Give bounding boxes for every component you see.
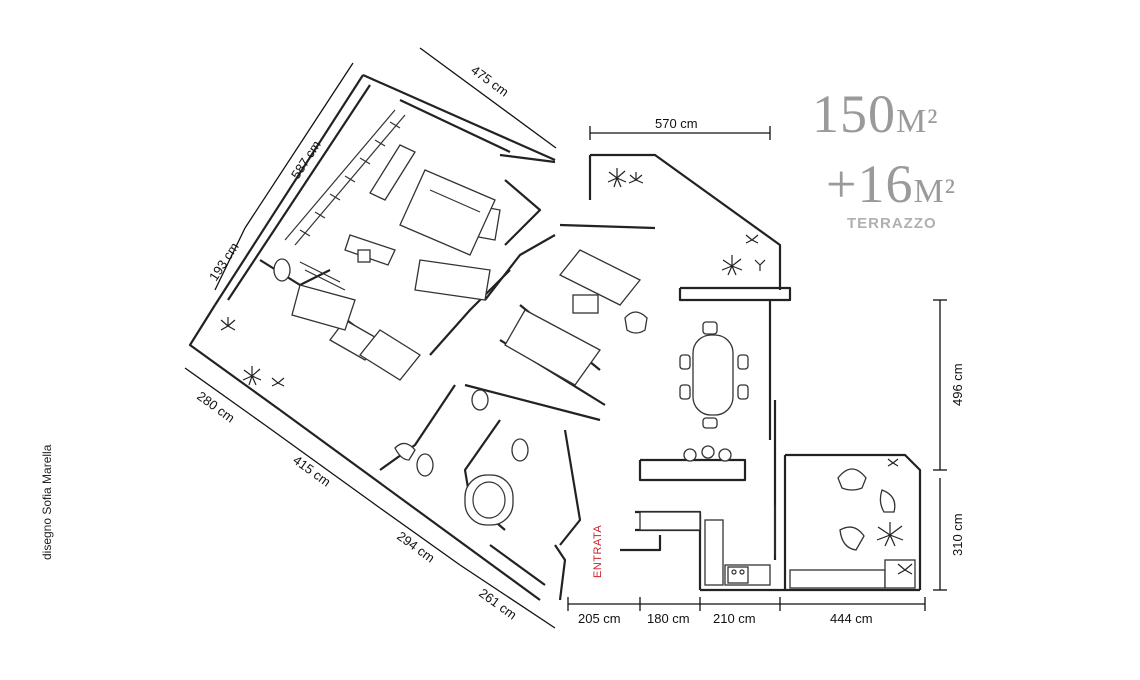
dim-205: 205 cm [578, 611, 621, 626]
bathtub [291, 284, 356, 331]
terrace-chair-1 [837, 468, 867, 491]
total-area: 150M² [812, 84, 938, 152]
terrace-area: +16M² [826, 154, 956, 222]
dim-415: 415 cm [290, 452, 333, 489]
entrance-label: ENTRATA [592, 524, 604, 578]
dim-570: 570 cm [655, 116, 698, 131]
dim-475: 475 cm [468, 62, 511, 99]
dim-444: 444 cm [830, 611, 873, 626]
area-number: 150 [812, 84, 896, 144]
dimension-lines [184, 47, 947, 629]
plant-6 [220, 317, 236, 331]
plant-11 [897, 563, 913, 575]
dim-193: 193 cm [206, 240, 242, 284]
plant-9 [887, 458, 899, 467]
plant-3 [745, 234, 759, 244]
double-bed [399, 169, 496, 256]
terrace-unit: M² [913, 173, 956, 210]
dim-280: 280 cm [194, 388, 237, 425]
dim-180: 180 cm [647, 611, 690, 626]
sofa [504, 309, 601, 386]
toilet-2 [416, 453, 434, 477]
sofa-2 [558, 249, 642, 306]
plant-7 [242, 366, 262, 386]
plant-8 [271, 377, 285, 387]
terrace-label: TERRAZZO [847, 215, 937, 232]
interior-details [284, 109, 916, 589]
plant-1 [607, 168, 627, 188]
terrace-number: +16 [826, 154, 914, 214]
terrace-chair-3 [839, 526, 865, 551]
toilet-3 [471, 389, 489, 411]
plant-10 [876, 522, 904, 547]
dim-210: 210 cm [713, 611, 756, 626]
toilet-4 [511, 438, 529, 462]
dim-496: 496 cm [950, 363, 965, 406]
desk [369, 144, 416, 201]
dim-587: 587 cm [288, 138, 324, 182]
plant-5 [754, 259, 766, 271]
plants [220, 168, 913, 575]
plant-4 [721, 255, 743, 276]
armchair [624, 311, 648, 334]
drawing-credit: disegno Sofia Marella [40, 444, 54, 560]
plant-2 [628, 172, 644, 184]
terrace-chair-2 [879, 489, 896, 513]
dim-310: 310 cm [950, 513, 965, 556]
area-unit: M² [896, 103, 939, 140]
furniture [273, 144, 896, 584]
dining-table [692, 334, 734, 416]
toilet-1 [273, 258, 291, 282]
